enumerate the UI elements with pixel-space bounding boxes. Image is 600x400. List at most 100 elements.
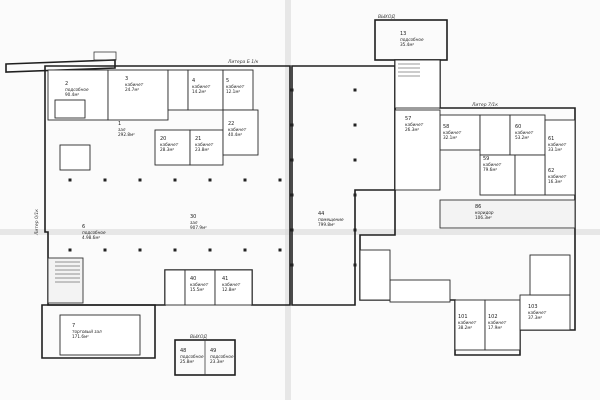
- room-label-tl-2: 3 кабинет 24.7м²: [125, 76, 144, 92]
- room-name: кабинет: [458, 320, 477, 325]
- column-marker: [290, 263, 294, 267]
- room-label-r-5: 61 кабинет 33.1м²: [548, 136, 567, 152]
- room-area: 12.1м²: [226, 89, 240, 94]
- room-name: зал: [118, 127, 126, 132]
- room-name: кабинет: [228, 127, 247, 132]
- room-area: 14.2м²: [192, 89, 206, 94]
- room-label-r-1: 57 кабинет 26.3м²: [405, 116, 424, 132]
- exit-label-top: ВЫХОД: [378, 14, 395, 20]
- room-number: 103: [528, 304, 538, 310]
- room-area: 17.9м²: [488, 325, 502, 330]
- column-marker: [68, 248, 72, 252]
- room-block: [394, 109, 441, 191]
- room-block: [544, 119, 576, 196]
- room-name: кабинет: [548, 174, 567, 179]
- room-label-r-4: 60 кабинет 53.2м²: [515, 124, 534, 140]
- room-label-bottom-2: 49 подсобное 23.3м²: [210, 348, 234, 364]
- room-number: 4: [192, 78, 195, 84]
- room-area: 79.6м²: [483, 167, 497, 172]
- room-block: [529, 254, 571, 296]
- column-marker: [290, 158, 294, 162]
- room-area: 12.8м²: [222, 287, 236, 292]
- room-label-br-2: 102 кабинет 17.9м²: [488, 314, 507, 330]
- room-number: 41: [222, 276, 228, 282]
- room-number: 5: [226, 78, 229, 84]
- room-block: [439, 114, 481, 151]
- room-label-br-3: 103 кабинет 37.3м²: [528, 304, 547, 320]
- room-label-r-2: 58 кабинет 32.1м²: [443, 124, 462, 140]
- corridor-band: [439, 199, 576, 229]
- room-number: 58: [443, 124, 449, 130]
- column-marker: [103, 248, 107, 252]
- room-area: 4.98.6м²: [82, 235, 100, 240]
- room-number: 2: [65, 81, 68, 87]
- room-block: [47, 257, 84, 304]
- stair-right: [398, 63, 420, 77]
- room-area: 90.4м²: [65, 92, 79, 97]
- room-label-hall-center: 44 помещение 799.8м²: [318, 211, 344, 227]
- room-number: 49: [210, 348, 216, 354]
- room-block: [479, 154, 516, 196]
- room-area: 23.8м²: [195, 147, 209, 152]
- column-marker: [353, 88, 357, 92]
- room-label-r-3: 59 кабинет 79.6м²: [483, 156, 502, 172]
- column-marker: [243, 248, 247, 252]
- room-name: подсобное: [400, 37, 424, 42]
- room-name: коридор: [475, 210, 494, 215]
- room-label-hall-main: 30 зал 907.9м²: [190, 214, 207, 230]
- room-block: [59, 144, 91, 171]
- column-marker: [290, 88, 294, 92]
- column-marker: [138, 248, 142, 252]
- room-label-bl-2: 41 кабинет 12.8м²: [222, 276, 241, 292]
- room-number: 3: [125, 76, 128, 82]
- room-label-tl-3: 4 кабинет 14.2м²: [192, 78, 211, 94]
- room-number: 101: [458, 314, 468, 320]
- room-label-c-2: 21 кабинет 23.8м²: [195, 136, 214, 152]
- column-marker: [208, 248, 212, 252]
- room-number: 22: [228, 121, 234, 127]
- room-name: кабинет: [443, 130, 462, 135]
- room-area: 16.3м²: [548, 179, 562, 184]
- room-area: 106.3м²: [475, 215, 492, 220]
- room-name: кабинет: [160, 142, 179, 147]
- room-number: 57: [405, 116, 411, 122]
- column-marker: [103, 178, 107, 182]
- room-label-top-exit: 13 подсобное 35.4м²: [400, 31, 424, 47]
- room-labels: 13 подсобное 35.4м² 2 подсобное 90.4м² 3…: [65, 31, 567, 364]
- room-label-bl-big: 7 торговый зал 171.6м²: [72, 323, 102, 339]
- room-number: 21: [195, 136, 201, 142]
- room-name: подсобное: [82, 230, 106, 235]
- room-block: [389, 279, 451, 303]
- room-block: [164, 269, 186, 306]
- room-number: 30: [190, 214, 196, 220]
- column-marker: [68, 178, 72, 182]
- room-label-left-mid: 6 подсобное 4.98.6м²: [82, 224, 106, 240]
- room-name: кабинет: [483, 162, 502, 167]
- exit-label-bottom: ВЫХОД: [190, 334, 207, 340]
- room-area: 35.4м²: [400, 42, 414, 47]
- room-number: 62: [548, 168, 554, 174]
- room-number: 44: [318, 211, 324, 217]
- room-number: 20: [160, 136, 166, 142]
- bottom-left-annex: [41, 304, 156, 359]
- room-label-tl-4: 5 кабинет 12.1м²: [226, 78, 245, 94]
- column-marker: [353, 228, 357, 232]
- room-name: кабинет: [226, 84, 245, 89]
- room-label-bottom-1: 48 подсобное 25.8м²: [180, 348, 204, 364]
- room-label-br-1: 101 кабинет 38.2м²: [458, 314, 477, 330]
- room-label-tl-1: 2 подсобное 90.4м²: [65, 81, 89, 97]
- column-marker: [138, 178, 142, 182]
- room-block: [54, 99, 86, 119]
- stair-left: [55, 261, 80, 283]
- room-block: [514, 154, 546, 196]
- column-marker: [290, 228, 294, 232]
- room-area: 907.9м²: [190, 225, 207, 230]
- column-marker: [290, 123, 294, 127]
- column-marker: [353, 158, 357, 162]
- room-number: 60: [515, 124, 521, 130]
- room-label-corridor-r: 86 коридор 106.3м²: [475, 204, 494, 220]
- entrance-steps: [93, 51, 117, 61]
- room-block: [359, 249, 391, 301]
- room-number: 1: [118, 121, 121, 127]
